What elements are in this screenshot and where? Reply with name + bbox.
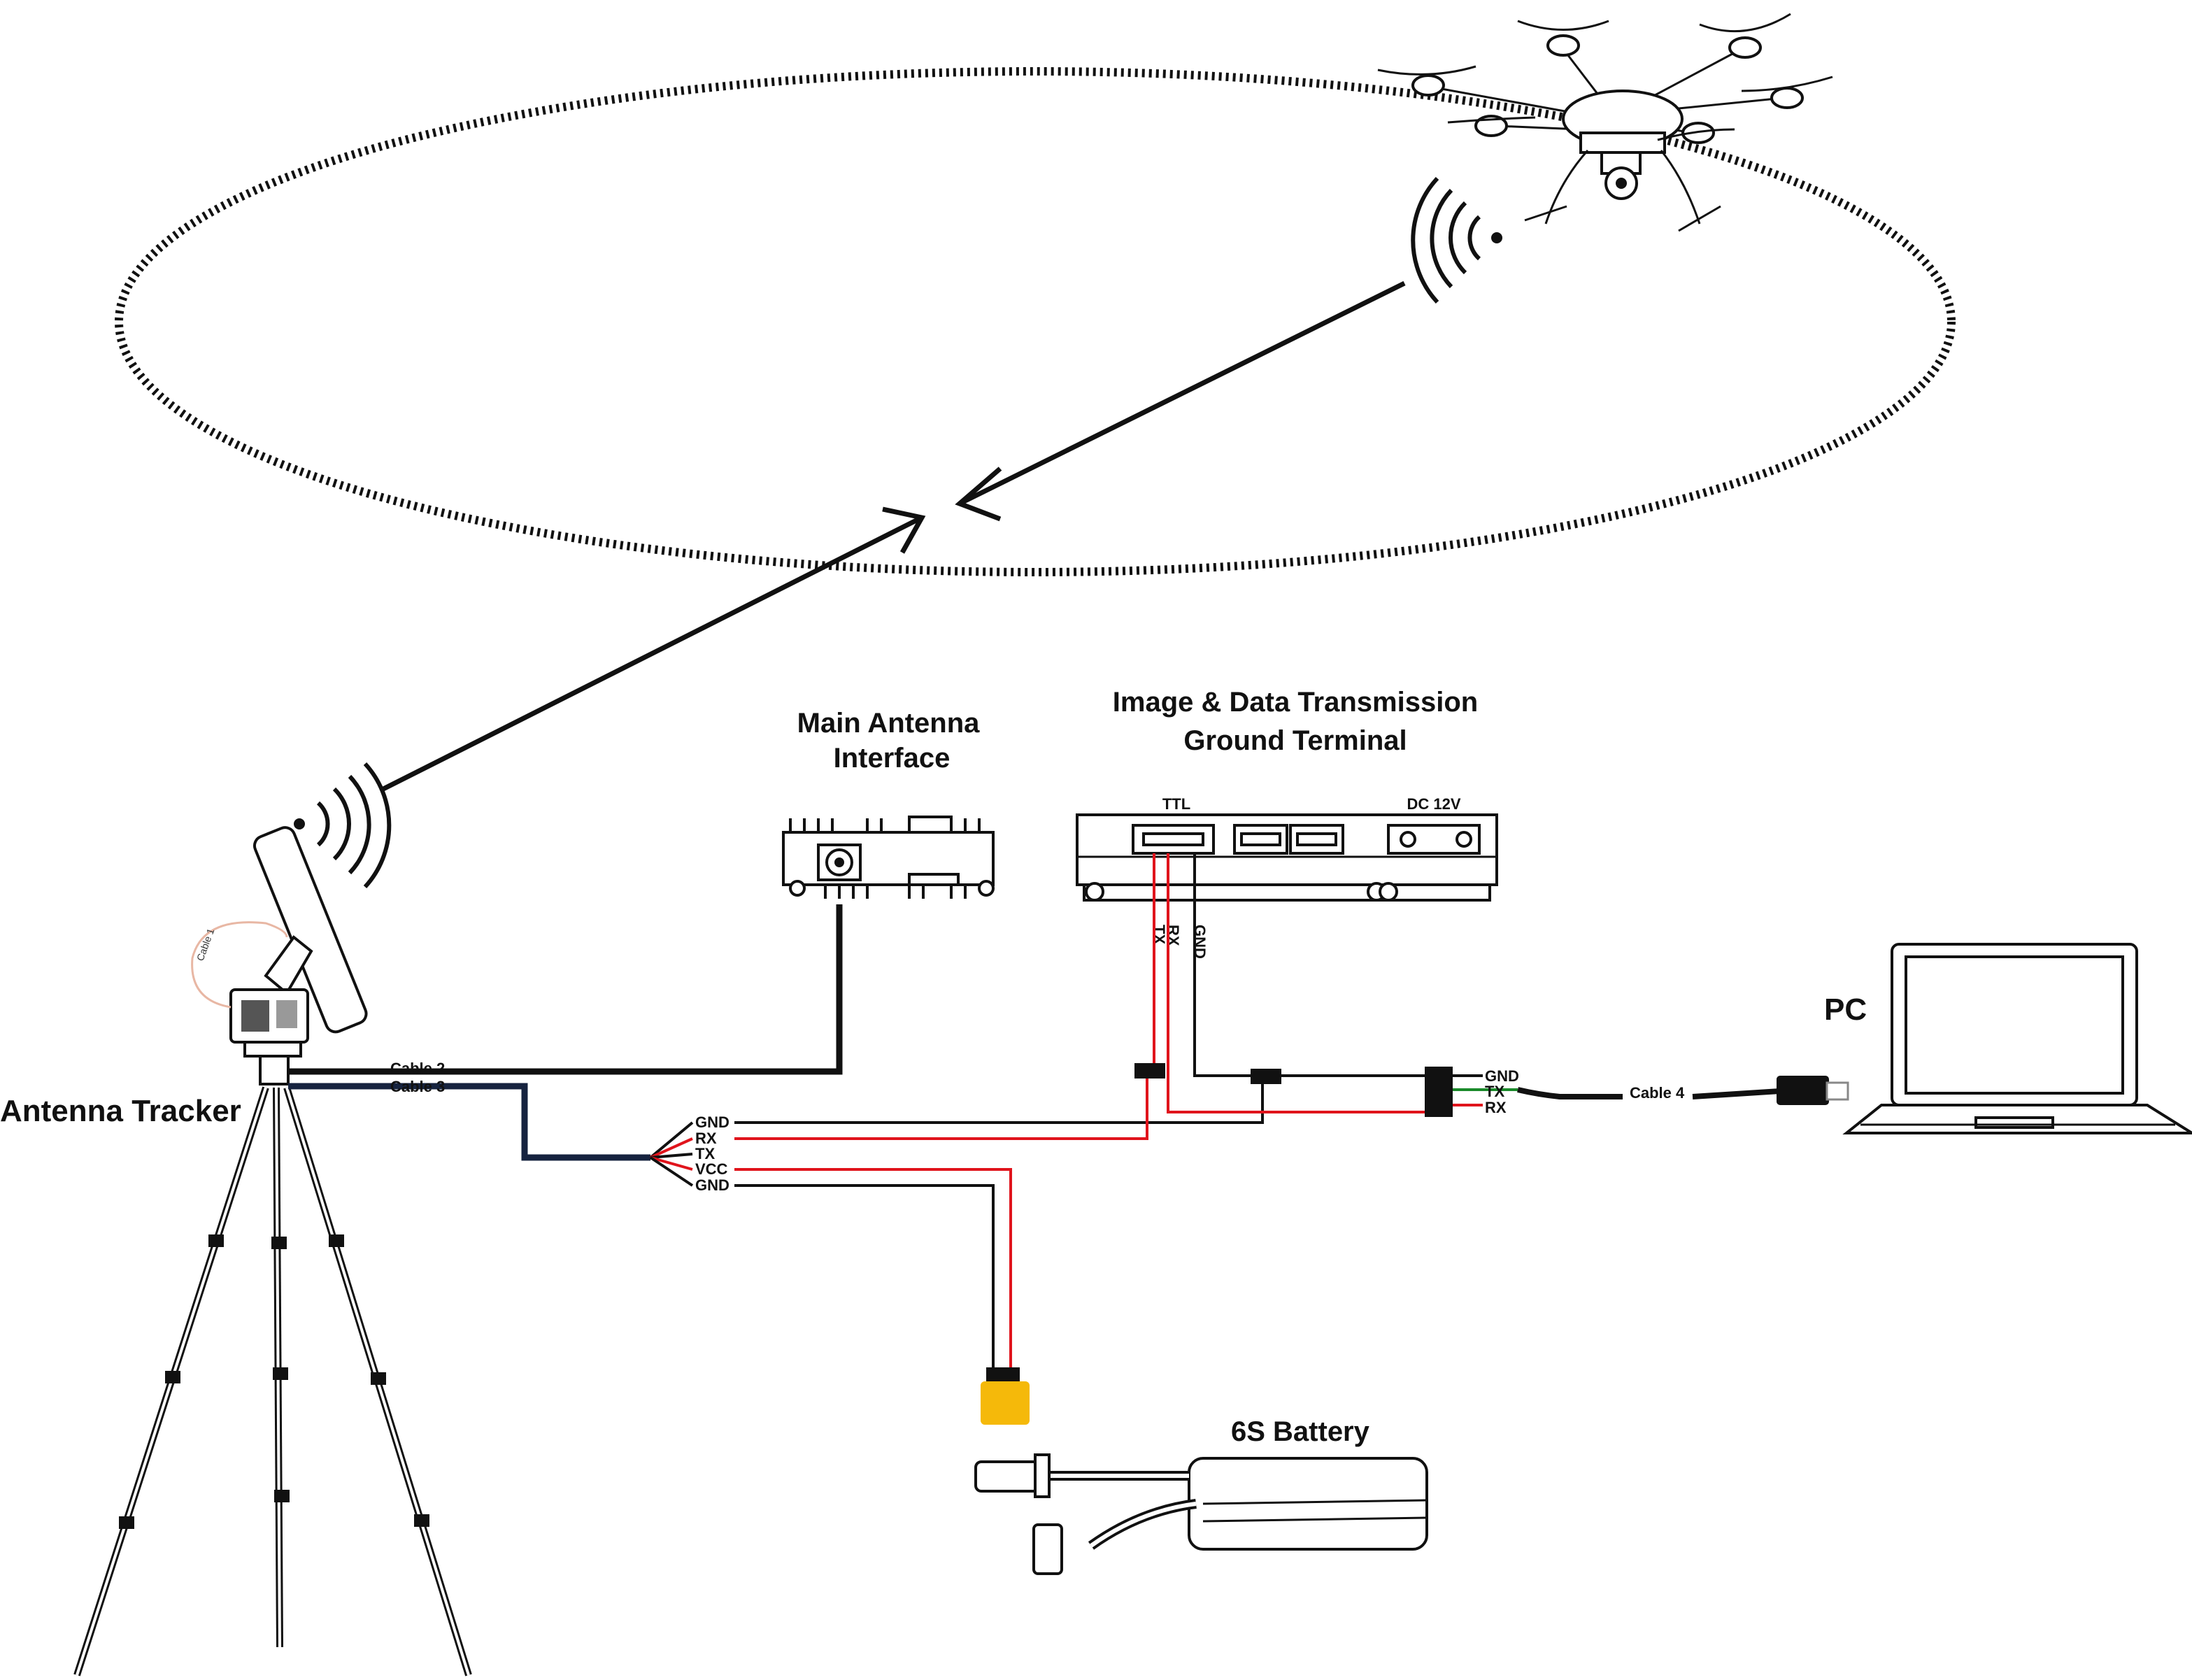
tracker-rx-wire xyxy=(734,1077,1148,1140)
downlink-arrow xyxy=(955,280,1406,522)
main-antenna-label-line2: Interface xyxy=(834,743,951,774)
antenna-tracker-label: Antenna Tracker xyxy=(0,1094,241,1128)
dc-port-label: DC 12V xyxy=(1407,795,1460,813)
cable-3-breakout xyxy=(649,1121,694,1187)
drone-signal-icon xyxy=(1411,176,1502,304)
cable-4-wire xyxy=(1517,1087,1623,1099)
cable-2-wire xyxy=(288,904,843,1075)
terminal-label-line1: Image & Data Transmission xyxy=(1113,687,1478,718)
tracker-gnd-wire xyxy=(734,1083,1264,1124)
drone xyxy=(1377,13,1833,232)
battery-connector xyxy=(981,1381,1030,1425)
cable-3-wire xyxy=(288,1083,650,1161)
pc-cable-junction xyxy=(1425,1067,1453,1117)
ttl-port-label: TTL xyxy=(1162,795,1190,813)
main-antenna-label-line1: Main Antenna xyxy=(797,708,980,739)
pc-laptop xyxy=(1842,943,2192,1134)
pc-rx-label: RX xyxy=(1485,1099,1507,1116)
battery-pack xyxy=(974,1453,1428,1575)
tracker-gnd2-label: GND xyxy=(695,1176,730,1194)
pc-gnd-label: GND xyxy=(1485,1067,1519,1085)
uplink-arrow xyxy=(382,506,926,792)
battery-label: 6S Battery xyxy=(1231,1416,1370,1447)
tracker-rx-label: RX xyxy=(695,1130,717,1147)
terminal-rx-wire xyxy=(1167,853,1427,1113)
tracker-vcc-label: VCC xyxy=(695,1160,728,1178)
main-antenna-interface xyxy=(782,816,995,899)
pc-tx-label: TX xyxy=(1485,1083,1504,1100)
cable-2-label: Cable 2 xyxy=(390,1060,445,1077)
ground-terminal xyxy=(1076,813,1498,902)
battery-vcc-wire xyxy=(734,1168,1012,1371)
usb-plug xyxy=(1777,1076,1829,1105)
terminal-label-line2: Ground Terminal xyxy=(1183,725,1407,756)
antenna-tracker: Cable 1 xyxy=(73,826,472,1677)
tracker-tx-label: TX xyxy=(695,1145,715,1162)
battery-gnd-wire xyxy=(734,1184,995,1371)
communication-range-ellipse xyxy=(115,67,1956,576)
terminal-gnd-wire xyxy=(1193,853,1427,1077)
tracker-gnd1-label: GND xyxy=(695,1113,730,1131)
cable-4-label: Cable 4 xyxy=(1630,1084,1685,1102)
cable-3-label: Cable 3 xyxy=(390,1078,445,1095)
tracker-signal-icon xyxy=(294,762,392,889)
pc-label: PC xyxy=(1824,992,1867,1027)
